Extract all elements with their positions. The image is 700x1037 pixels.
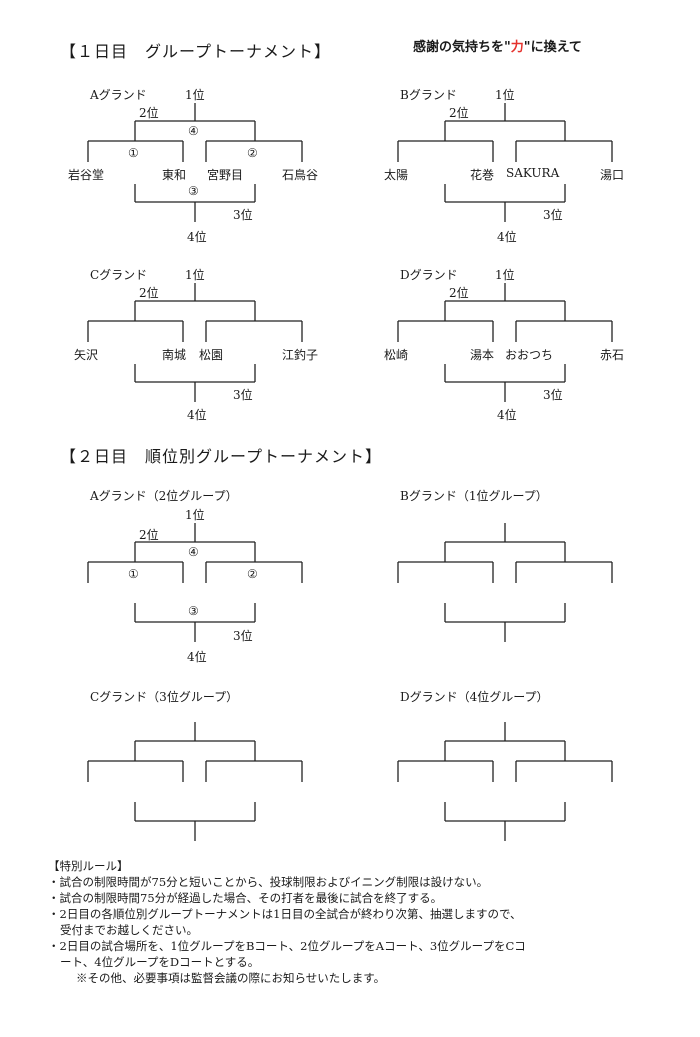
team-name: 南城 bbox=[162, 348, 187, 362]
team-name: おおつち bbox=[505, 348, 554, 362]
place-2-label: 2位 bbox=[139, 528, 159, 542]
team-name: 赤石 bbox=[600, 348, 625, 362]
ground-label: Cグランド（3位グループ） bbox=[90, 690, 239, 704]
team-name: 松園 bbox=[199, 348, 224, 362]
ground-label: Cグランド bbox=[90, 268, 148, 282]
place-1-label: 1位 bbox=[185, 508, 205, 522]
rule-item: ・試合の制限時間75分が経過した場合、その打者を最後に試合を終了する。 bbox=[48, 891, 443, 905]
place-3-label: 3位 bbox=[543, 388, 563, 402]
ground-label: Aグランド bbox=[90, 88, 147, 102]
ground-label: Dグランド（4位グループ） bbox=[400, 690, 549, 704]
place-1-label: 1位 bbox=[495, 88, 515, 102]
rule-item-continued: 受付までお越しください。 bbox=[60, 923, 198, 937]
team-name: 東和 bbox=[162, 168, 187, 182]
section-title-day2: 【２日目 順位別グループトーナメント】 bbox=[60, 447, 383, 466]
ground-label: Aグランド（2位グループ） bbox=[90, 489, 238, 503]
place-3-label: 3位 bbox=[543, 208, 563, 222]
team-name: 岩谷堂 bbox=[68, 168, 105, 182]
slogan-text-post: "に換えて bbox=[523, 40, 582, 55]
place-4-label: 4位 bbox=[187, 230, 207, 244]
match-3-marker: ③ bbox=[188, 184, 199, 198]
place-3-label: 3位 bbox=[233, 208, 253, 222]
team-name: 湯口 bbox=[600, 168, 625, 182]
place-2-label: 2位 bbox=[449, 106, 469, 120]
team-name: 石鳥谷 bbox=[282, 168, 319, 182]
team-name: 花巻 bbox=[470, 168, 495, 182]
slogan-accent: 力 bbox=[510, 40, 524, 55]
rules-title: 【特別ルール】 bbox=[48, 859, 129, 873]
team-name: 太陽 bbox=[384, 168, 409, 182]
place-2-label: 2位 bbox=[139, 286, 159, 300]
match-1-marker: ① bbox=[128, 567, 139, 581]
match-3-marker: ③ bbox=[188, 604, 199, 618]
place-1-label: 1位 bbox=[185, 268, 205, 282]
place-1-label: 1位 bbox=[495, 268, 515, 282]
ground-label: Dグランド bbox=[400, 268, 458, 282]
place-1-label: 1位 bbox=[185, 88, 205, 102]
rule-item: ・2日目の試合場所を、1位グループをBコート、2位グループをAコート、3位グルー… bbox=[48, 939, 526, 953]
team-name: 湯本 bbox=[470, 348, 495, 362]
slogan-text-pre: 感謝の気持ちを" bbox=[413, 40, 511, 55]
place-4-label: 4位 bbox=[497, 230, 517, 244]
team-name: 矢沢 bbox=[74, 348, 99, 362]
place-2-label: 2位 bbox=[449, 286, 469, 300]
ground-label: Bグランド（1位グループ） bbox=[400, 489, 548, 503]
rule-item: ・試合の制限時間が75分と短いことから、投球制限およびイニング制限は設けない。 bbox=[48, 875, 489, 889]
team-name: 宮野目 bbox=[207, 168, 244, 182]
team-name: 松崎 bbox=[384, 348, 409, 362]
team-name: 江釣子 bbox=[282, 348, 319, 362]
match-4-marker: ④ bbox=[188, 545, 199, 559]
match-4-marker: ④ bbox=[188, 124, 199, 138]
match-1-marker: ① bbox=[128, 146, 139, 160]
team-name: SAKURA bbox=[506, 166, 560, 180]
place-4-label: 4位 bbox=[187, 408, 207, 422]
rule-item: ・2日目の各順位別グループトーナメントは1日目の全試合が終わり次第、抽選しますの… bbox=[48, 907, 522, 921]
special-rules: 【特別ルール】 ・試合の制限時間が75分と短いことから、投球制限およびイニング制… bbox=[48, 858, 668, 986]
match-2-marker: ② bbox=[247, 567, 258, 581]
slogan: 感謝の気持ちを"力"に換えて bbox=[413, 36, 582, 55]
place-4-label: 4位 bbox=[187, 650, 207, 664]
ground-label: Bグランド bbox=[400, 88, 457, 102]
place-2-label: 2位 bbox=[139, 106, 159, 120]
match-2-marker: ② bbox=[247, 146, 258, 160]
rules-note: ※その他、必要事項は監督会議の際にお知らせいたします。 bbox=[76, 971, 386, 985]
place-3-label: 3位 bbox=[233, 629, 253, 643]
place-4-label: 4位 bbox=[497, 408, 517, 422]
place-3-label: 3位 bbox=[233, 388, 253, 402]
rule-item-continued: ート、4位グループをDコートとする。 bbox=[60, 955, 260, 969]
section-title-day1: 【１日目 グループトーナメント】 bbox=[60, 42, 332, 61]
